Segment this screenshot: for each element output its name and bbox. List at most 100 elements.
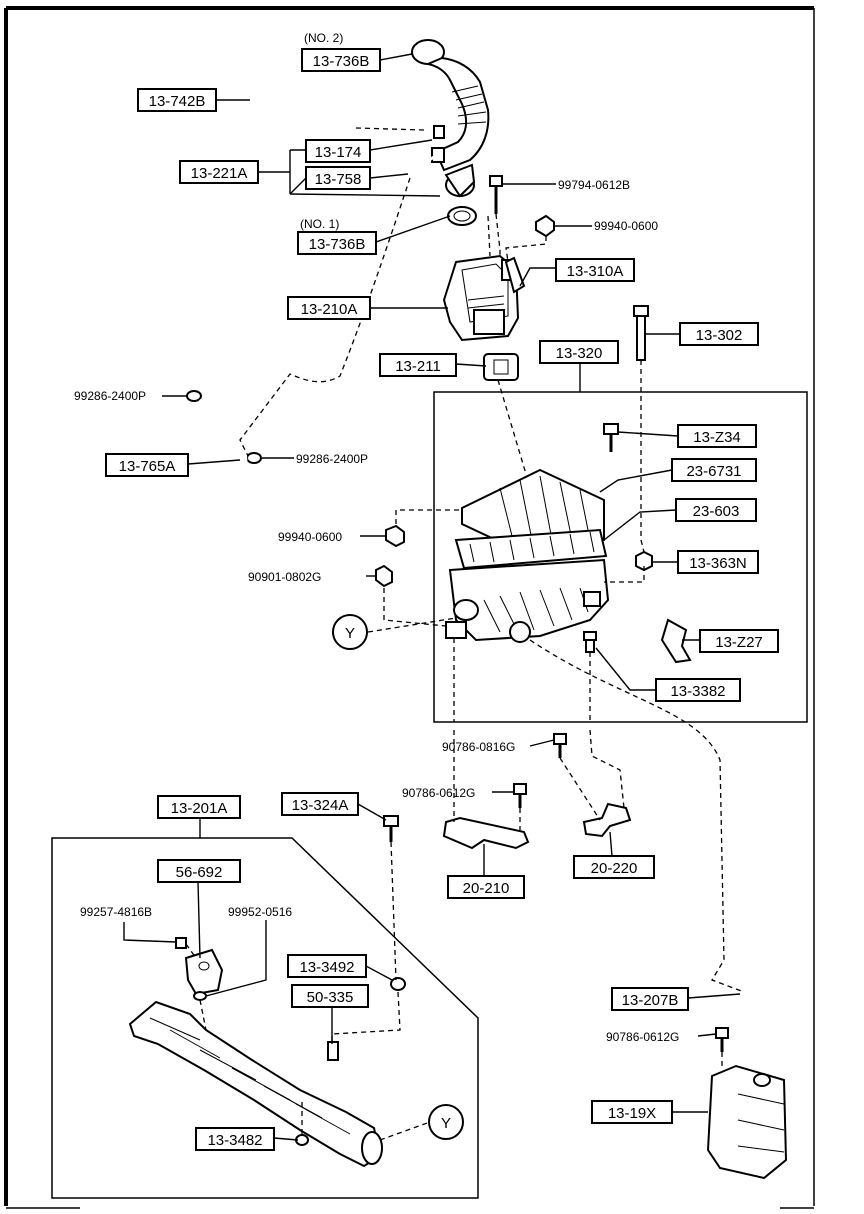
callout-box-13-310A xyxy=(555,258,635,282)
callout-box-13-742B xyxy=(137,88,217,112)
reference-marker-y-lower xyxy=(428,1104,464,1140)
label-90786-0612G-lower: 90786-0612G xyxy=(606,1030,679,1044)
nut-99940-lower-drawing xyxy=(385,524,405,548)
label-13-174: 13-174 xyxy=(315,144,362,161)
clamp-99286-lower-drawing xyxy=(246,452,262,464)
label-13-3492: 13-3492 xyxy=(299,959,354,976)
label-13-736B-top: 13-736B xyxy=(313,53,370,70)
callout-box-50-335 xyxy=(291,984,369,1008)
bracket-13-310A-drawing xyxy=(504,256,526,294)
callout-box-13-3382 xyxy=(655,678,741,702)
label-23-603: 23-603 xyxy=(693,503,740,520)
callout-box-13-Z34 xyxy=(677,424,757,448)
fresh-air-duct-drawing xyxy=(128,1000,383,1168)
label-13-201A: 13-201A xyxy=(171,800,228,817)
air-cleaner-drawing xyxy=(445,468,610,643)
label-99286-2400P-upper: 99286-2400P xyxy=(74,389,146,403)
callout-box-13-3482 xyxy=(195,1127,275,1151)
label-20-220: 20-220 xyxy=(591,860,638,877)
bolt-13-302-drawing xyxy=(633,305,649,361)
label-13-Z34: 13-Z34 xyxy=(693,429,741,446)
label-13-320: 13-320 xyxy=(556,345,603,362)
label-13-19X: 13-19X xyxy=(608,1105,656,1122)
label-56-692: 56-692 xyxy=(176,864,223,881)
nut-99940-upper-drawing xyxy=(535,214,555,238)
label-90786-0816G: 90786-0816G xyxy=(442,740,515,754)
label-90901-0802G: 90901-0802G xyxy=(248,570,321,584)
duct-group-frame xyxy=(51,837,479,1199)
bracket-20-220-drawing xyxy=(582,802,632,838)
label-99940-0600-lower: 99940-0600 xyxy=(278,530,342,544)
label-50-335: 50-335 xyxy=(307,989,354,1006)
callout-box-13-363N xyxy=(677,550,759,574)
label-13-302: 13-302 xyxy=(696,327,743,344)
callout-box-20-220 xyxy=(573,855,655,879)
callout-box-23-6731 xyxy=(671,458,757,482)
bolt-99794-drawing xyxy=(489,175,503,214)
callout-box-13-320 xyxy=(539,340,619,364)
bolt-13-324A-drawing xyxy=(383,815,399,842)
label-13-3382: 13-3382 xyxy=(670,683,725,700)
label-99286-2400P-lower: 99286-2400P xyxy=(296,452,368,466)
gasket-13-211-drawing xyxy=(483,353,519,381)
bolt-90786-0612-lower-drawing xyxy=(715,1027,729,1052)
callout-box-13-736B-bottom xyxy=(297,231,377,255)
callout-box-13-19X xyxy=(591,1100,673,1124)
label-99952-0516: 99952-0516 xyxy=(228,905,292,919)
screw-99257-drawing xyxy=(175,937,187,949)
label-13-736B-bottom: 13-736B xyxy=(309,236,366,253)
callout-box-13-3492 xyxy=(287,954,367,978)
callout-box-13-207B xyxy=(611,987,689,1011)
label-13-211: 13-211 xyxy=(395,358,441,375)
resonator-13-19X-drawing xyxy=(706,1064,788,1180)
leader-lines xyxy=(123,53,741,1141)
bolt-90901-drawing xyxy=(375,564,393,588)
clip-13-Z27-drawing xyxy=(660,618,692,664)
callout-box-20-210 xyxy=(447,875,525,899)
callout-box-13-758 xyxy=(305,166,371,190)
label-y-upper: Y xyxy=(345,625,355,642)
callout-box-13-211 xyxy=(379,353,457,377)
bracket-20-210-drawing xyxy=(442,816,530,850)
air-cleaner-group-frame xyxy=(433,391,808,723)
callout-box-13-201A xyxy=(157,795,241,819)
label-99794-0612B: 99794-0612B xyxy=(558,178,630,192)
label-90786-0612G-upper: 90786-0612G xyxy=(402,786,475,800)
callout-box-13-174 xyxy=(305,139,371,163)
clamp-99286-upper-drawing xyxy=(186,390,202,402)
callout-box-13-210A xyxy=(287,296,371,320)
insulator-13-3382-drawing xyxy=(583,631,597,653)
label-13-207B: 13-207B xyxy=(622,992,679,1009)
callout-box-56-692 xyxy=(157,859,241,883)
grommet-99952-drawing xyxy=(193,991,207,1001)
label-13-310A: 13-310A xyxy=(567,263,624,280)
label-y-lower: Y xyxy=(441,1115,451,1132)
hose-13-765A-drawing xyxy=(198,398,258,498)
label-13-765A: 13-765A xyxy=(119,458,176,475)
small-hose-drawing xyxy=(408,154,438,178)
label-13-363N: 13-363N xyxy=(689,555,747,572)
label-99940-0600-upper: 99940-0600 xyxy=(594,219,658,233)
bolt-90786-0612-upper-drawing xyxy=(513,783,527,808)
intake-hose-upper-drawing xyxy=(411,39,490,226)
label-99257-4816B: 99257-4816B xyxy=(80,905,152,919)
callout-box-13-736B-top xyxy=(301,48,381,72)
label-20-210: 20-210 xyxy=(463,880,510,897)
grommet-13-3492-drawing xyxy=(390,977,406,991)
label-13-742B: 13-742B xyxy=(149,93,206,110)
callout-box-13-Z27 xyxy=(699,629,779,653)
callout-box-13-221A xyxy=(179,160,259,184)
label-23-6731: 23-6731 xyxy=(686,463,741,480)
bolt-90786-0816-drawing xyxy=(553,733,567,758)
bolt-13-Z34-drawing xyxy=(603,423,619,452)
reference-marker-y-upper xyxy=(332,614,368,650)
breather-pipe-drawing xyxy=(248,73,358,128)
label-13-210A: 13-210A xyxy=(301,301,358,318)
label-13-758: 13-758 xyxy=(315,171,362,188)
hose-13-207B-drawing xyxy=(735,982,798,1081)
label-13-221A: 13-221A xyxy=(191,165,248,182)
label-no2: (NO. 2) xyxy=(304,31,343,45)
label-13-324A: 13-324A xyxy=(292,797,349,814)
